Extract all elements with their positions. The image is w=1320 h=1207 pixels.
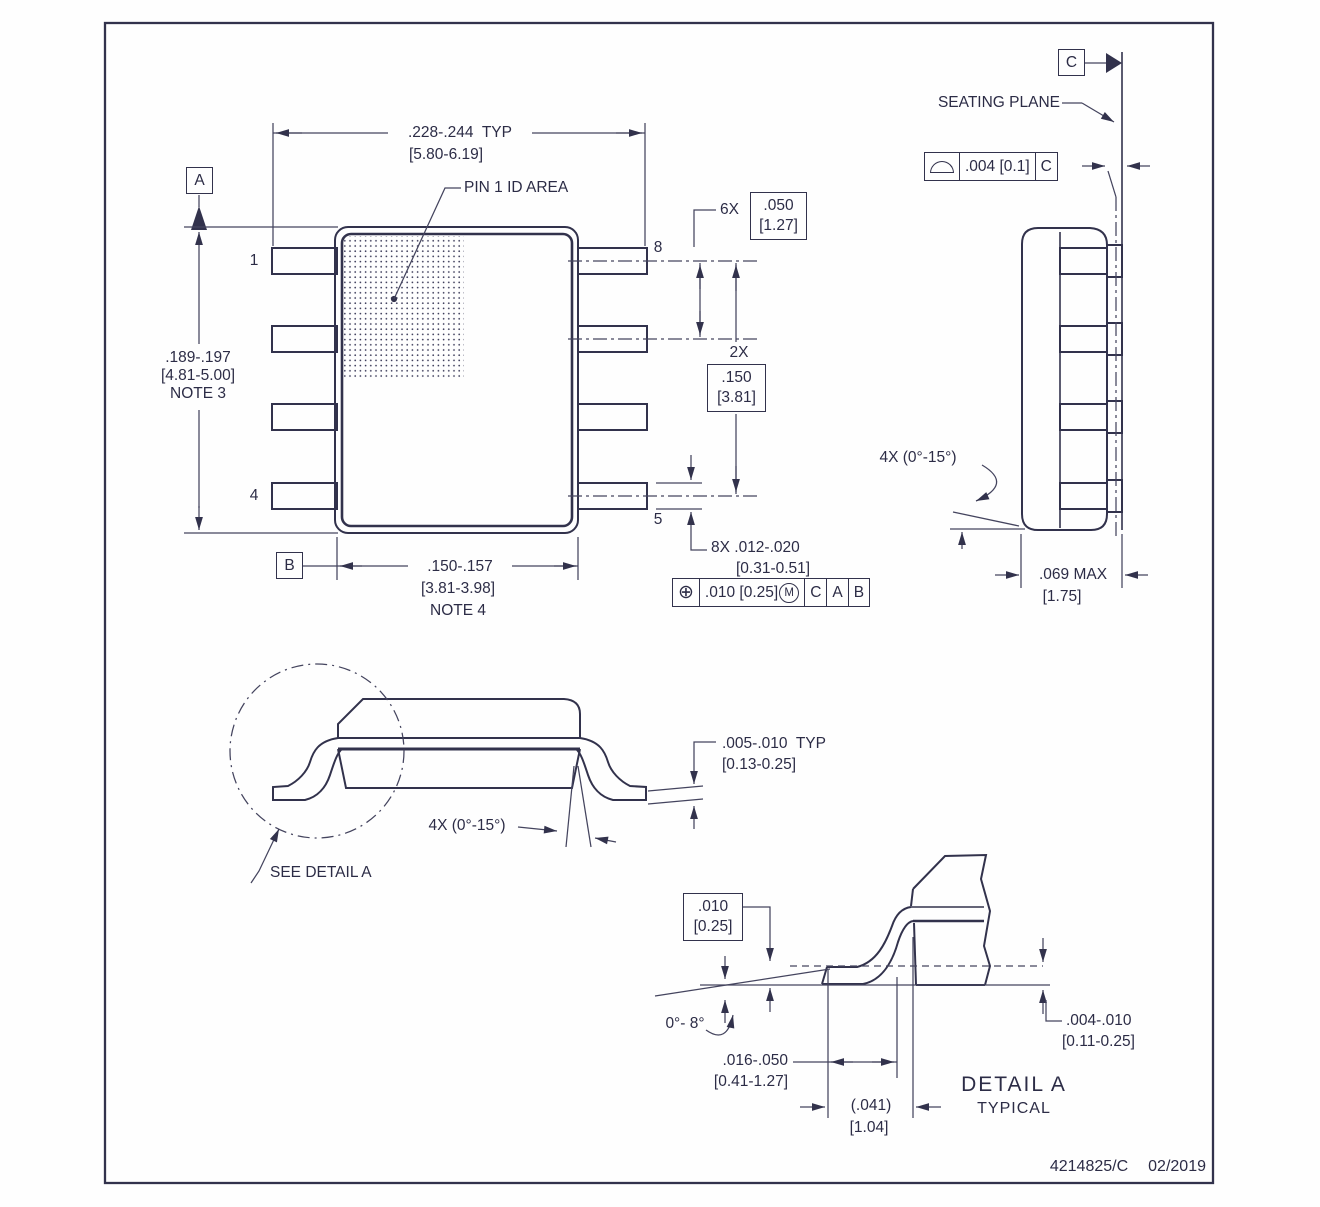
surface-profile-icon [930,160,954,173]
front-view [229,663,716,884]
dim-detail-boxed-mm: [0.25] [693,918,733,935]
dim-detail-standoff-mm: [0.11-0.25] [1062,1033,1135,1050]
dim-pitch-mm: [1.27] [759,217,798,234]
dim-standoff: .005-.010 TYP [722,735,826,752]
dim-body-height: .189-.197 [150,349,246,367]
dim-body-height-note: NOTE 3 [160,385,236,403]
dim-lead-width: 8X .012-.020 [711,539,800,556]
datum-a: A [186,167,213,194]
dim-thickness-mm: [1.75] [1042,588,1082,605]
dim-body-width-mm: [3.81-3.98] [420,580,496,597]
dim-detail-boxed: .010 [0.25] [683,893,743,941]
mmc-modifier-icon: M [779,582,800,603]
pin-number-4: 4 [249,487,259,504]
dim-ref-mm: [1.04] [849,1119,889,1136]
revision-date: 02/2019 [1148,1158,1206,1175]
dim-detail-standoff: .004-.010 [1066,1012,1132,1029]
position-tolerance-frame: ⊕ .010 [0.25] M C A B [672,578,871,607]
detail-a-title: DETAIL A [961,1073,1067,1096]
pin-number-1: 1 [249,252,259,269]
dim-foot-length: .016-.050 [722,1052,789,1069]
dim-span-box: .150 [3.81] [707,364,766,412]
dim-overall-width: .228-.244 TYP [388,124,532,142]
see-detail-label: SEE DETAIL A [270,864,372,881]
detail-foot-angle: 0°- 8° [665,1015,705,1032]
dim-pitch-box: .050 [1.27] [750,192,807,240]
profile-datum-c: C [1034,153,1057,180]
dim-detail-boxed-in: .010 [697,897,729,915]
fcf-datum-b: B [847,579,869,606]
detail-a-view [654,853,1062,1118]
dim-body-width: .150-.157 [408,558,512,576]
position-tolerance-icon: ⊕ [678,582,694,603]
pin1-id-label: PIN 1 ID AREA [464,179,569,196]
detail-a-subtitle: TYPICAL [977,1100,1051,1117]
datum-c: C [1058,49,1085,76]
sheet-border [103,21,1215,1185]
pin-number-8: 8 [653,239,663,256]
dim-thickness: .069 MAX [1031,566,1115,584]
seating-plane-label: SEATING PLANE [937,94,1060,111]
dim-span-prefix: 2X [721,344,757,362]
datum-b: B [276,552,303,579]
dim-span-mm: [3.81] [717,389,756,406]
dim-body-width-note: NOTE 4 [430,602,486,619]
dim-overall-width-mm: [5.80-6.19] [408,146,484,163]
position-tolerance-value: .010 [0.25] [704,583,779,601]
dim-span-in: .150 [721,368,752,386]
top-view [184,123,757,580]
dim-foot-length-mm: [0.41-1.27] [713,1073,788,1090]
pin-number-5: 5 [653,511,663,528]
dim-body-height-mm: [4.81-5.00] [148,367,248,385]
front-lead-angle: 4X (0°-15°) [428,817,506,834]
fcf-datum-c: C [804,579,826,606]
profile-tolerance-frame: .004 [0.1] C [924,152,1058,181]
side-lead-angle: 4X (0°-15°) [879,449,957,466]
dim-ref: (.041) [843,1097,899,1115]
document-number: 4214825/C [1049,1158,1129,1175]
dim-pitch-in: .050 [763,196,794,214]
dim-pitch-prefix: 6X [720,201,739,218]
title-block: 4214825/C 02/2019 [1000,1158,1206,1176]
dim-standoff-mm: [0.13-0.25] [722,756,797,773]
dim-lead-width-mm: [0.31-0.51] [736,560,811,577]
side-view [950,52,1150,588]
fcf-datum-a: A [826,579,847,606]
profile-tolerance-value: .004 [0.1] [959,153,1035,180]
